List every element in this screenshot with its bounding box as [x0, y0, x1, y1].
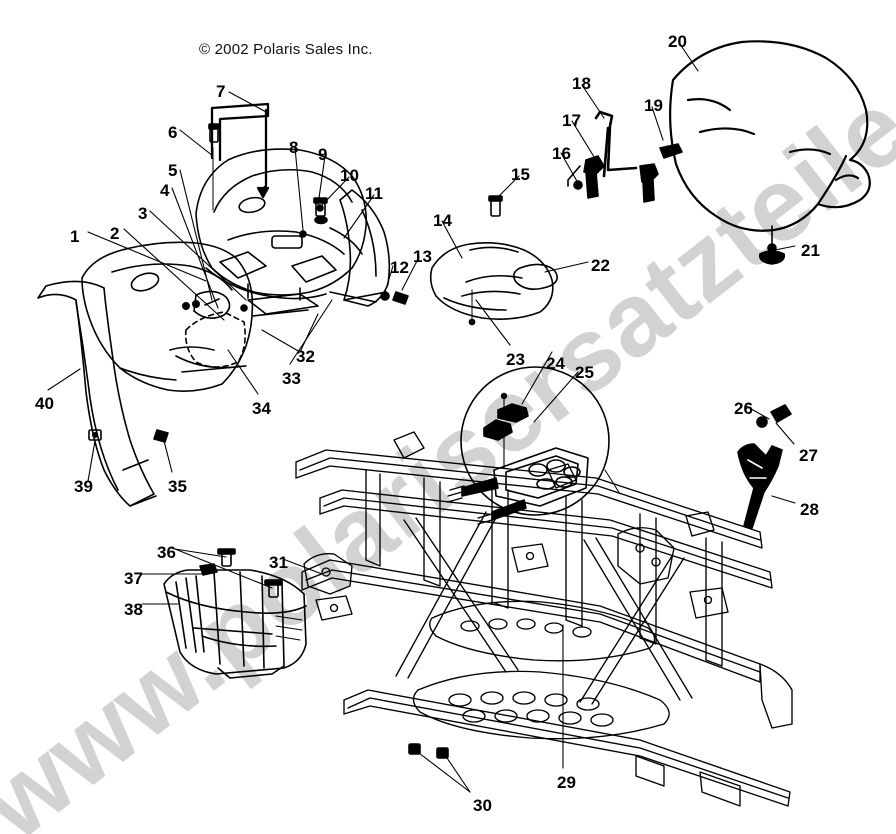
callout-11: 11	[365, 184, 383, 203]
callout-34: 34	[252, 399, 271, 418]
callout-33: 33	[282, 369, 301, 388]
leader-lines	[47, 43, 796, 793]
fastener-30	[408, 743, 449, 759]
part-cab-right-flank	[329, 189, 391, 307]
callout-6: 6	[168, 123, 178, 142]
callout-9: 9	[318, 145, 328, 164]
fastener-35	[153, 429, 169, 443]
callout-15: 15	[511, 165, 530, 184]
part-clip-37	[199, 563, 218, 576]
callout-26: 26	[734, 399, 753, 418]
callout-31: 31	[269, 553, 288, 572]
part-heel-guard-25	[483, 392, 529, 469]
fastener-8-9	[299, 204, 324, 238]
part-latch-17	[567, 155, 605, 199]
callout-2: 2	[110, 224, 120, 243]
callout-4: 4	[160, 181, 170, 200]
part-storage-cover	[429, 242, 554, 320]
part-footwell	[163, 569, 307, 679]
callout-1: 1	[70, 227, 80, 246]
part-mud-flap	[37, 280, 157, 507]
callout-38: 38	[124, 600, 143, 619]
callout-35: 35	[168, 477, 187, 496]
part-grab-bar	[210, 102, 270, 199]
callout-8: 8	[289, 138, 299, 157]
callout-28: 28	[800, 500, 819, 519]
fastener-36	[217, 548, 283, 598]
fastener-12-13	[380, 291, 409, 305]
fastener-39	[88, 429, 102, 441]
callout-24: 24	[546, 354, 565, 373]
callout-30: 30	[473, 796, 492, 815]
part-frame	[295, 431, 793, 807]
callout-27: 27	[799, 446, 818, 465]
detail-circle	[460, 366, 621, 516]
part-seal-22	[512, 263, 558, 290]
copyright-notice: © 2002 Polaris Sales Inc.	[199, 41, 373, 58]
callout-18: 18	[572, 74, 591, 93]
callout-16: 16	[552, 144, 571, 163]
callout-29: 29	[557, 773, 576, 792]
callout-10: 10	[340, 166, 359, 185]
callout-5: 5	[168, 161, 178, 180]
part-strut-28	[737, 443, 783, 529]
part-seat-rod	[594, 110, 638, 178]
part-catch-19	[639, 143, 683, 203]
callout-39: 39	[74, 477, 93, 496]
callout-40: 40	[35, 394, 54, 413]
callout-3: 3	[138, 204, 148, 223]
callout-13: 13	[413, 247, 432, 266]
callout-14: 14	[433, 211, 452, 230]
callout-22: 22	[591, 256, 610, 275]
callout-25: 25	[575, 363, 594, 382]
fastener-10-11	[313, 197, 328, 225]
callout-12: 12	[390, 258, 409, 277]
callout-23: 23	[506, 350, 525, 369]
callout-32: 32	[296, 347, 315, 366]
callout-20: 20	[668, 32, 687, 51]
fastener-26-27	[756, 404, 792, 428]
callout-7: 7	[216, 82, 226, 101]
fastener-2-3-lower	[182, 299, 248, 312]
callout-21: 21	[801, 241, 820, 260]
callout-17: 17	[562, 111, 581, 130]
callout-36: 36	[157, 543, 176, 562]
fastener-6	[208, 123, 220, 143]
part-brackets-32-33-34	[175, 293, 319, 373]
fastener-15	[488, 195, 503, 217]
callout-19: 19	[644, 96, 663, 115]
part-seat-knob-21	[758, 225, 786, 265]
part-seat	[669, 40, 871, 232]
callout-37: 37	[124, 569, 143, 588]
